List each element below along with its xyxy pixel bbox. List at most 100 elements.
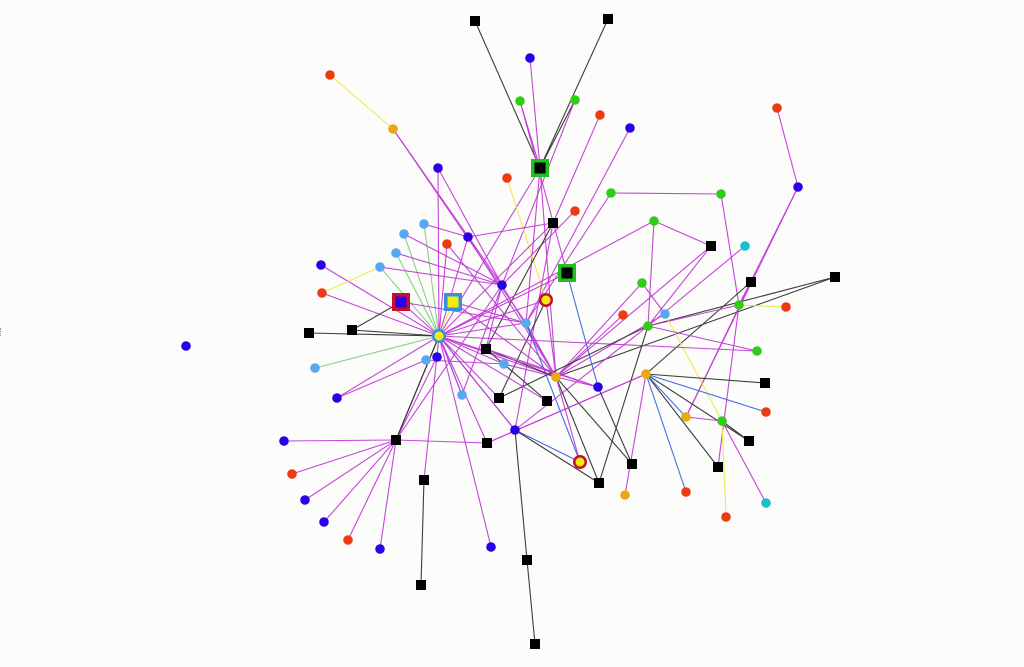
graph-node[interactable] [706,241,716,251]
graph-node[interactable] [181,341,191,351]
graph-node[interactable] [637,278,647,288]
graph-node[interactable] [304,328,314,338]
graph-node[interactable] [558,264,576,282]
graph-node[interactable] [830,272,840,282]
graph-node[interactable] [375,544,385,554]
graph-node[interactable] [721,512,731,522]
graph-node[interactable] [432,329,446,343]
graph-node[interactable] [287,469,297,479]
graph-node[interactable] [627,459,637,469]
graph-node[interactable] [319,517,329,527]
graph-node[interactable] [606,188,616,198]
graph-node[interactable] [761,498,771,508]
node-square [395,296,407,308]
graph-node[interactable] [593,382,603,392]
graph-node[interactable] [391,248,401,258]
graph-node[interactable] [717,416,727,426]
graph-node[interactable] [317,288,327,298]
graph-node[interactable] [522,555,532,565]
graph-node[interactable] [388,124,398,134]
graph-node[interactable] [343,535,353,545]
graph-node[interactable] [551,372,561,382]
graph-node[interactable] [347,325,357,335]
graph-node[interactable] [734,300,744,310]
graph-node[interactable] [316,260,326,270]
graph-edge [519,100,568,274]
graph-node[interactable] [432,352,442,362]
graph-node[interactable] [760,378,770,388]
graph-node[interactable] [660,309,670,319]
graph-node[interactable] [525,53,535,63]
graph-node[interactable] [494,393,504,403]
graph-node[interactable] [457,390,467,400]
graph-node[interactable] [375,262,385,272]
graph-node[interactable] [531,159,549,177]
graph-node[interactable] [310,363,320,373]
graph-node[interactable] [573,455,587,469]
graph-node[interactable] [643,321,653,331]
graph-node[interactable] [761,407,771,417]
graph-node[interactable] [486,542,496,552]
node-square [760,378,770,388]
graph-node[interactable] [772,103,782,113]
graph-edge [624,373,647,496]
graph-node[interactable] [482,438,492,448]
graph-node[interactable] [570,95,580,105]
graph-node[interactable] [716,189,726,199]
graph-node[interactable] [497,280,507,290]
graph-node[interactable] [746,277,756,287]
graph-node[interactable] [641,369,651,379]
graph-node[interactable] [433,163,443,173]
graph-edge [438,335,500,399]
graph-node[interactable] [681,412,691,422]
graph-node[interactable] [300,495,310,505]
graph-node[interactable] [752,346,762,356]
graph-edge [647,220,655,327]
graph-node[interactable] [594,478,604,488]
graph-node[interactable] [781,302,791,312]
graph-node[interactable] [649,216,659,226]
graph-node[interactable] [325,70,335,80]
graph-edge [525,167,541,324]
graph-node[interactable] [463,232,473,242]
graph-node[interactable] [595,110,605,120]
graph-node[interactable] [502,173,512,183]
graph-node[interactable] [444,293,462,311]
graph-node[interactable] [521,318,531,328]
node-circle [419,219,429,229]
node-circle [781,302,791,312]
graph-node[interactable] [793,182,803,192]
graph-node[interactable] [681,487,691,497]
graph-node[interactable] [499,359,509,369]
node-circle [570,206,580,216]
graph-node[interactable] [442,239,452,249]
graph-node[interactable] [603,14,613,24]
graph-node[interactable] [744,436,754,446]
graph-node[interactable] [625,123,635,133]
graph-node[interactable] [419,475,429,485]
graph-node[interactable] [419,219,429,229]
graph-node[interactable] [416,580,426,590]
node-circle [740,241,750,251]
graph-node[interactable] [548,218,558,228]
graph-node[interactable] [279,436,289,446]
graph-node[interactable] [470,16,480,26]
graph-node[interactable] [421,355,431,365]
graph-node[interactable] [481,344,491,354]
node-square [447,296,459,308]
graph-node[interactable] [713,462,723,472]
graph-node[interactable] [740,241,750,251]
graph-node[interactable] [570,206,580,216]
graph-node[interactable] [515,96,525,106]
graph-node[interactable] [620,490,630,500]
graph-node[interactable] [510,425,520,435]
graph-node[interactable] [399,229,409,239]
graph-node[interactable] [539,293,553,307]
graph-node[interactable] [332,393,342,403]
graph-node[interactable] [392,293,410,311]
graph-node[interactable] [391,435,401,445]
graph-node[interactable] [542,396,552,406]
graph-node[interactable] [530,639,540,649]
node-circle [575,457,585,467]
graph-node[interactable] [618,310,628,320]
